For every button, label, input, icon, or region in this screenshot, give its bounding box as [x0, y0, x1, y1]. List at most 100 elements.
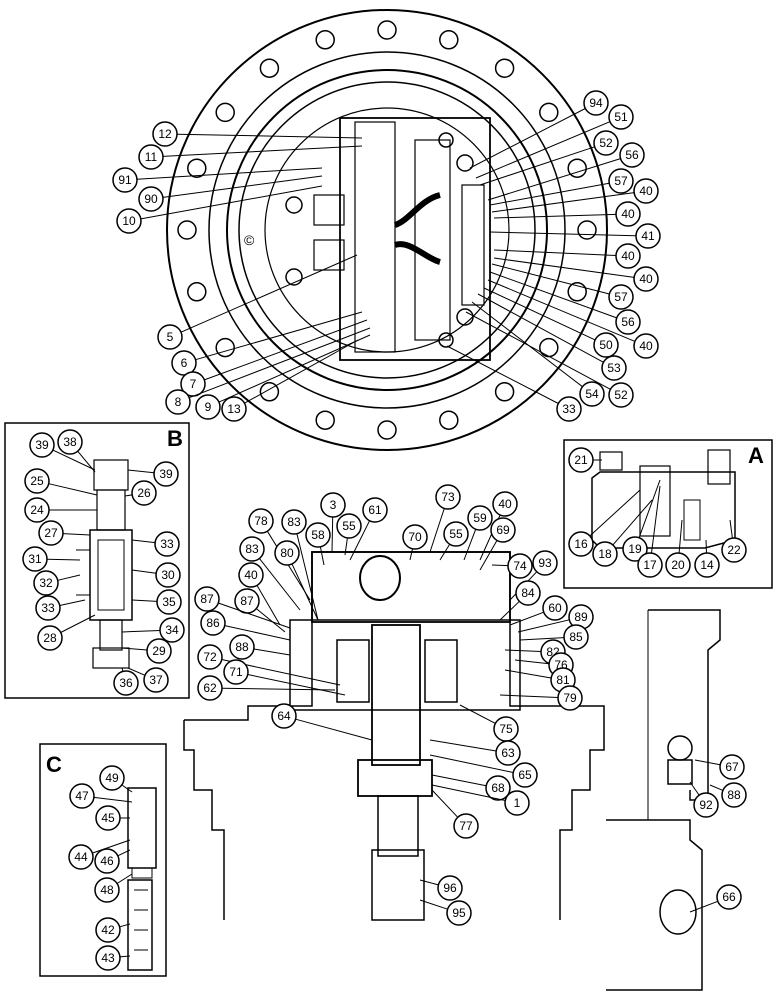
callout-circle [721, 782, 747, 808]
callout-number: 33 [41, 601, 55, 615]
leader-line [483, 287, 596, 341]
callout-number: 55 [342, 519, 356, 533]
leader-line [131, 539, 156, 544]
callout-circle [542, 595, 568, 621]
callout: 21 [568, 447, 602, 473]
callout: 29 [121, 638, 172, 664]
leader-line [60, 614, 96, 633]
callout: 83 [281, 509, 319, 621]
callout: 92 [689, 781, 719, 818]
callout: 45 [95, 805, 130, 831]
callout-number: 58 [311, 528, 325, 542]
leader-line [195, 311, 363, 361]
callout-number: 91 [118, 173, 132, 187]
callout: 46 [94, 848, 131, 874]
leader-line [499, 600, 520, 621]
callout: 49 [99, 765, 133, 793]
callout-number: 54 [585, 387, 599, 401]
callout-circle [694, 552, 720, 578]
callout-number: 21 [574, 453, 588, 467]
callout-circle [453, 813, 479, 839]
leader-line [344, 537, 348, 556]
leader-line [131, 569, 157, 574]
leader-line [117, 849, 131, 857]
callout-circle [143, 667, 169, 693]
callout-circle [557, 685, 583, 711]
callout-number: 94 [589, 96, 603, 110]
callout-number: 79 [563, 691, 577, 705]
callout: 75 [459, 704, 519, 742]
callout-circle [437, 875, 463, 901]
leader-line [46, 558, 81, 561]
callout-number: 78 [254, 514, 268, 528]
callout: 32 [33, 570, 81, 596]
callout-circle [635, 223, 661, 249]
callout-circle [221, 396, 247, 422]
callout-number: 5 [167, 330, 174, 344]
callout: 16 [568, 489, 641, 557]
callout-number: 39 [35, 438, 49, 452]
callout-number: 73 [441, 490, 455, 504]
callout-number: 49 [105, 771, 119, 785]
callout: 51 [475, 104, 634, 179]
callout: 40 [493, 201, 641, 227]
callout-number: 35 [162, 595, 176, 609]
callout-circle [153, 461, 179, 487]
leader-line [176, 133, 363, 139]
leader-line [678, 519, 683, 554]
callout: 79 [499, 685, 583, 711]
callout-circle [24, 468, 50, 494]
callout-circle [320, 492, 346, 518]
callout: 85 [519, 624, 589, 650]
callout-number: 48 [100, 883, 114, 897]
callout-circle [615, 243, 641, 269]
callout-circle [665, 552, 691, 578]
callout-number: 88 [727, 788, 741, 802]
callout-circle [138, 186, 164, 212]
callout-circle [35, 595, 61, 621]
callout: 33 [131, 531, 180, 557]
callout-number: 69 [496, 523, 510, 537]
callout: 61 [349, 497, 388, 561]
callout-number: 57 [614, 174, 628, 188]
callout: 37 [127, 667, 169, 693]
leader-line [59, 599, 86, 606]
leader-line [419, 899, 448, 910]
callout-circle [608, 284, 634, 310]
callout-circle [57, 429, 83, 455]
leader-line [127, 469, 155, 474]
callout-number: 29 [152, 644, 166, 658]
leader-line [694, 759, 721, 766]
leader-line [489, 182, 610, 206]
leader-line [463, 529, 477, 561]
callout-number: 90 [144, 192, 158, 206]
leader-line [93, 796, 133, 803]
callout-circle [633, 178, 659, 204]
callout: 96 [419, 875, 463, 901]
callout-number: 85 [569, 630, 583, 644]
bolt-hole [567, 282, 587, 302]
callout-number: 40 [498, 497, 512, 511]
callout-number: 17 [643, 558, 657, 572]
callout-number: 50 [599, 338, 613, 352]
leader-line [479, 146, 595, 186]
callout-number: 62 [203, 681, 217, 695]
callout: 67 [694, 754, 745, 780]
callout: 42 [95, 917, 131, 943]
callout-number: 87 [200, 592, 214, 606]
callout: 57 [491, 263, 634, 310]
callout-number: 61 [368, 503, 382, 517]
leader-line [131, 599, 158, 602]
callout-circle [615, 201, 641, 227]
callout-number: 57 [614, 290, 628, 304]
callout-circle [95, 945, 121, 971]
leader-line [491, 564, 509, 567]
callout-circle [156, 589, 182, 615]
callout-circle [608, 104, 634, 130]
leader-line [517, 619, 570, 633]
callout-number: 40 [621, 207, 635, 221]
callout-circle [492, 491, 518, 517]
callout-circle [336, 513, 362, 539]
leader-line [504, 649, 542, 652]
callout: 87 [194, 586, 291, 629]
